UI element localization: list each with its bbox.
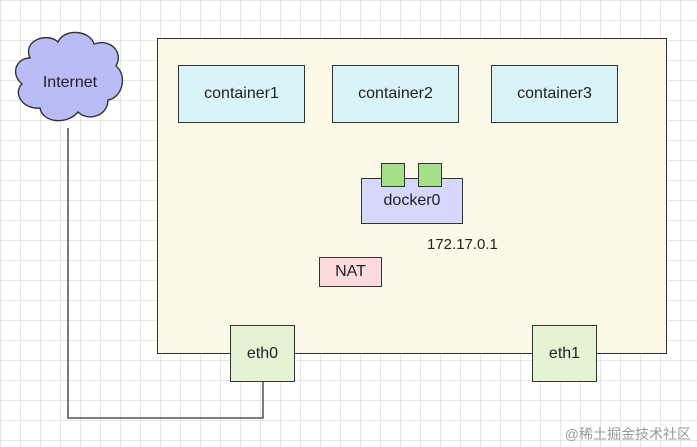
bridge-ip-label: 172.17.0.1 [427,236,498,253]
nat-box: NAT [319,257,382,287]
eth1-interface: eth1 [532,325,597,382]
internet-cloud [14,31,124,122]
container3-box: container3 [491,65,618,123]
internet-eth0-link [67,128,264,419]
internet-label: Internet [42,74,98,91]
eth0-interface: eth0 [230,325,295,382]
container2-box: container2 [332,65,459,123]
docker0-bridge: docker0 [361,178,463,224]
bridge-port-2 [418,163,442,187]
watermark: @稀土掘金技术社区 [564,426,691,442]
bridge-port-1 [381,163,405,187]
container1-box: container1 [178,65,305,123]
